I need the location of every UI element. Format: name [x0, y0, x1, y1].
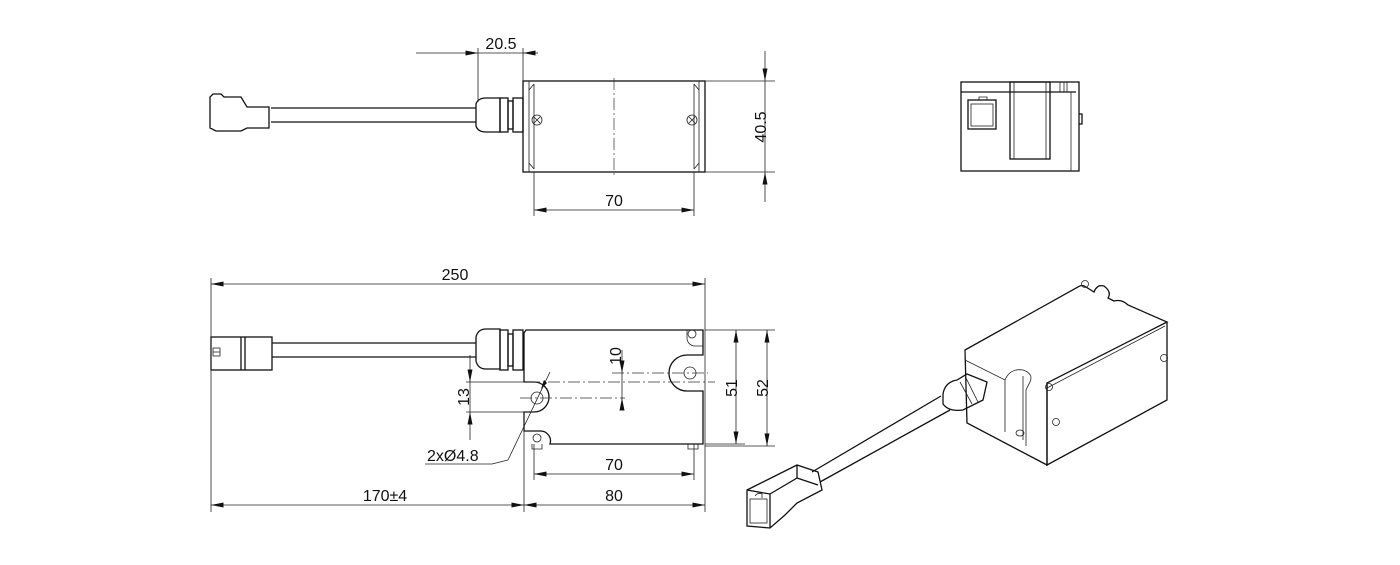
connector [210, 336, 273, 371]
connector [209, 93, 270, 132]
dim-label: 70 [605, 457, 623, 474]
cable-gland [942, 373, 988, 412]
dim-label: 2xØ4.8 [427, 448, 479, 465]
side-view [960, 81, 1083, 172]
isometric-view [746, 280, 1169, 529]
cable [811, 395, 951, 483]
dim-label: 40.5 [753, 111, 770, 142]
dim-label: 80 [605, 488, 623, 505]
cable [271, 107, 476, 123]
cable-gland [475, 97, 524, 133]
screw-icon [1052, 418, 1060, 426]
dimension-hole-offset-right: 10 [608, 347, 625, 411]
hole-callout: 2xØ4.8 [425, 371, 551, 465]
screw-icon [686, 114, 698, 126]
dimension-screw-spacing: 70 [533, 172, 695, 216]
dim-label: 10 [608, 347, 625, 365]
dimension-overall-length: 250 [210, 267, 706, 512]
screw-icon [687, 329, 697, 339]
top-view: 20.5 40.5 70 [209, 36, 775, 216]
dimension-hole-spacing: 70 [533, 444, 695, 480]
dim-label: 20.5 [485, 36, 516, 53]
screw-icon [1081, 280, 1089, 288]
dim-label: 52 [755, 379, 772, 397]
connector [746, 464, 823, 529]
dimension-height: 40.5 [705, 51, 775, 202]
dim-label: 250 [442, 267, 469, 284]
dimension-body-length: 80 [523, 412, 705, 512]
dimension-inner-height: 51 [705, 329, 775, 447]
dimension-cable-length: 170±4 [211, 488, 524, 508]
dimension-outer-height: 52 [755, 330, 772, 446]
front-view: 250 51 52 13 10 [210, 267, 775, 512]
dim-label: 51 [724, 379, 741, 397]
screw-icon [1160, 354, 1168, 362]
housing [522, 78, 706, 176]
dim-label: 170±4 [363, 488, 407, 505]
screw-icon [1045, 383, 1053, 391]
dimension-gland-offset: 20.5 [416, 36, 538, 102]
cable-gland [475, 328, 524, 371]
dim-label: 70 [605, 193, 623, 210]
housing [520, 329, 715, 450]
dimension-hole-offset-left: 13 [456, 355, 535, 440]
dim-label: 13 [456, 388, 473, 406]
screw-icon [531, 114, 543, 126]
screw-icon [532, 433, 542, 443]
cable [272, 342, 476, 358]
